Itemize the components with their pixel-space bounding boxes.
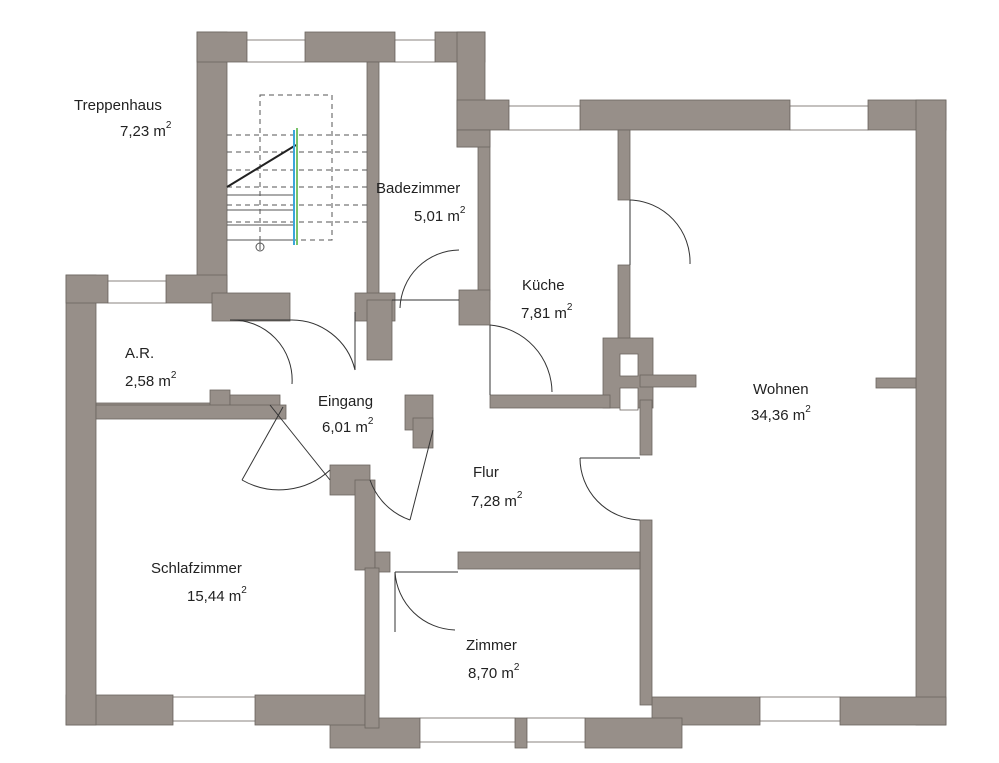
area-unit-superscript: 2 [516,490,523,501]
room-area: 8,70 m2 [468,661,519,683]
area-value: 7,28 m [471,493,517,510]
room-area: 6,01 m2 [322,415,377,437]
area-value: 8,70 m [468,665,514,682]
room-kueche: Küche 7,81 m2 [521,277,573,322]
room-schlafzimmer: Schlafzimmer 15,44 m2 [151,560,247,605]
area-unit-superscript: 2 [459,205,466,216]
room-area: 15,44 m2 [187,584,278,606]
area-value: 2,58 m [125,373,171,390]
room-area: 7,28 m2 [471,489,522,511]
stair-treads [227,194,295,252]
room-area: 5,01 m2 [414,204,498,226]
area-unit-superscript: 2 [805,404,811,415]
area-value: 6,01 m [322,419,368,436]
room-name: Flur [473,464,499,481]
windows [107,39,869,743]
room-name: Küche [522,277,565,294]
room-name: Wohnen [753,381,809,398]
doors [229,199,691,632]
area-value: 7,23 m [120,123,166,140]
room-wohnen: Wohnen 34,36 m2 [751,381,813,424]
room-treppenhaus: Treppenhaus 7,23 m2 [74,97,171,140]
room-zimmer: Zimmer 8,70 m2 [466,637,519,682]
area-unit-superscript: 2 [367,416,374,427]
room-eingang: Eingang 6,01 m2 [318,393,374,436]
stair-direction-line [226,144,297,188]
area-unit-superscript: 2 [165,120,172,131]
room-name: Schlafzimmer [151,560,242,577]
room-name: Zimmer [466,637,517,654]
room-name: Eingang [318,393,374,410]
room-area: 34,36 m2 [751,403,811,425]
room-flur: Flur 7,28 m2 [471,464,524,510]
room-badezimmer: Badezimmer 5,01 m2 [376,180,465,225]
area-unit-superscript: 2 [170,370,177,381]
room-name: Badezimmer [376,180,461,197]
area-value: 34,36 m [751,407,806,424]
room-ar: A.R. 2,58 m2 [125,345,176,390]
area-unit-superscript: 2 [566,302,573,313]
area-unit-superscript: 2 [241,585,247,596]
room-area: 7,81 m2 [521,301,572,323]
room-name: Treppenhaus [74,97,162,114]
area-value: 7,81 m [521,305,567,322]
area-value: 5,01 m [414,208,460,225]
area-value: 15,44 m [187,588,242,605]
outer-walls [65,31,947,749]
room-name: A.R. [125,345,155,362]
columns [619,353,639,411]
area-unit-superscript: 2 [513,662,520,673]
inner-walls [95,61,917,729]
room-area: 7,23 m2 [120,119,208,141]
room-area: 2,58 m2 [125,369,176,391]
